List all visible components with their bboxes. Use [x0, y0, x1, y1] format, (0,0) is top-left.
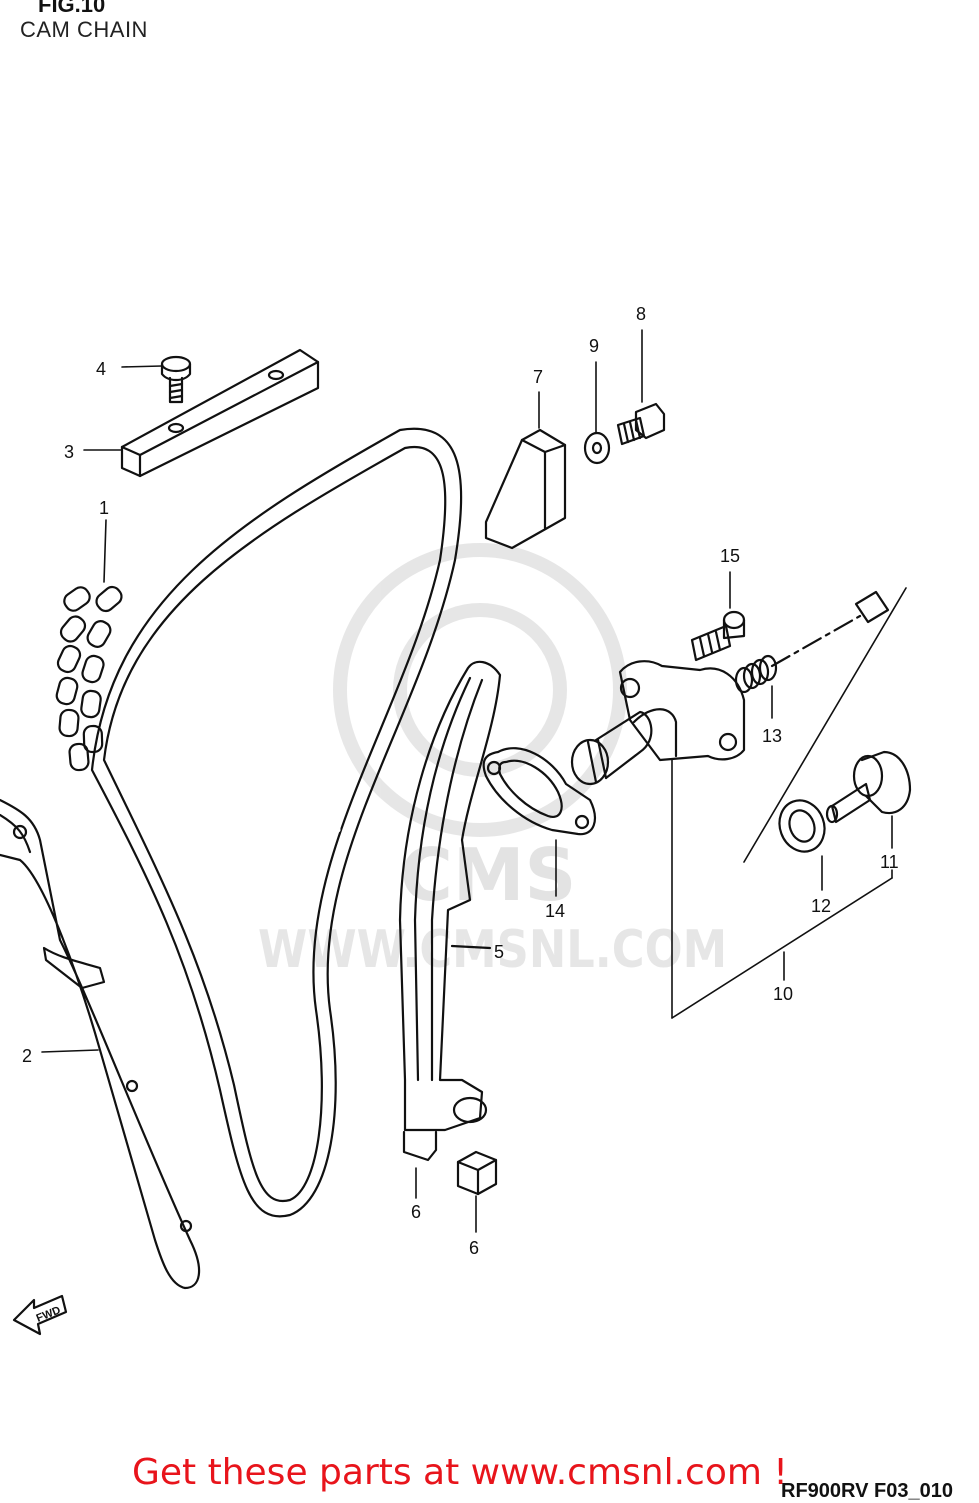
tensioner-plug [825, 750, 912, 824]
plug-gasket [778, 799, 826, 853]
figure-number: FIG.10 [38, 0, 106, 17]
callout-12: 12 [811, 896, 831, 916]
callout-8: 8 [636, 304, 646, 324]
callout-labels: 1 2 3 4 5 6 6 7 8 9 10 11 12 13 14 15 [22, 304, 899, 1258]
cam-chain-guide-upper [120, 348, 320, 478]
cam-chain-guide-rear [0, 798, 201, 1290]
callout-15: 15 [720, 546, 740, 566]
callout-11: 11 [880, 852, 899, 872]
callout-3: 3 [64, 442, 74, 462]
tensioner-bolt [690, 610, 746, 662]
callout-9: 9 [589, 336, 599, 356]
callout-2: 2 [22, 1046, 32, 1066]
guide-bolt [160, 355, 192, 404]
tensioner-spring [734, 654, 778, 694]
figure-title: CAM CHAIN [20, 17, 148, 42]
callout-4: 4 [96, 359, 106, 379]
leader-lines [41, 329, 893, 1233]
watermark-logo-text: CMS [400, 833, 576, 917]
watermark-logo [333, 543, 627, 837]
guide-cushion [456, 1150, 498, 1196]
callout-14: 14 [545, 901, 565, 921]
tensioner-block [484, 428, 567, 550]
chain-links [55, 585, 123, 772]
watermark-url: WWW.CMSNL.COM [258, 920, 728, 980]
tensioner-rod [770, 590, 890, 668]
diagram-model-code: RF900RV F03_010 [781, 1480, 953, 1502]
washer [583, 431, 611, 465]
callout-10: 10 [773, 984, 793, 1004]
cam-chain-guide-front [398, 660, 502, 1162]
tensioner-gasket [482, 747, 596, 836]
callout-5: 5 [494, 942, 504, 962]
callout-6b: 6 [469, 1238, 479, 1258]
cmsnl-parts-link[interactable]: Get these parts at www.cmsnl.com ! [132, 1452, 788, 1493]
fwd-arrow-icon [12, 1294, 68, 1336]
callout-6a: 6 [411, 1202, 421, 1222]
callout-7: 7 [533, 367, 543, 387]
callout-1: 1 [99, 498, 109, 518]
cam-chain-tensioner [570, 660, 746, 786]
callout-13: 13 [762, 726, 782, 746]
assembly-bracket [671, 587, 907, 1019]
cam-chain [55, 427, 463, 1218]
block-bolt [616, 402, 666, 446]
